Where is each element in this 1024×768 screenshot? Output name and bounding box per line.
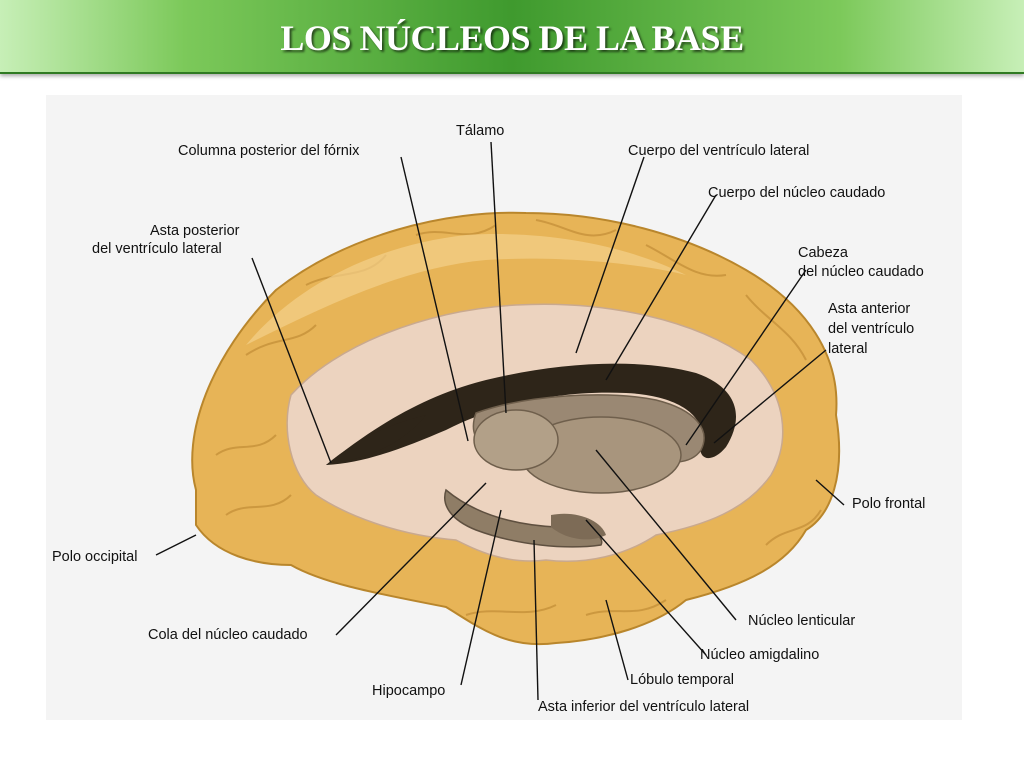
slide-title: LOS NÚCLEOS DE LA BASE <box>280 18 744 58</box>
label-asta-posterior-2: del ventrículo lateral <box>92 241 222 257</box>
label-cabeza-1: Cabeza <box>798 245 848 261</box>
label-cuerpo-caudado: Cuerpo del núcleo caudado <box>708 185 886 201</box>
label-nucleo-amigdalino: Núcleo amigdalino <box>700 647 820 663</box>
label-asta-anterior-1: Asta anterior <box>828 301 911 317</box>
leader-lines <box>155 141 845 701</box>
label-asta-anterior-2: del ventrículo <box>828 321 915 337</box>
amygdala <box>551 513 606 540</box>
label-cola-caudado: Cola del núcleo caudado <box>148 627 308 643</box>
title-bar: LOS NÚCLEOS DE LA BASE <box>0 0 1024 74</box>
thalamus <box>473 409 559 471</box>
label-polo-frontal: Polo frontal <box>852 496 926 512</box>
lateral-ventricle <box>326 363 736 465</box>
gyri-lines <box>215 219 822 616</box>
posterior-horn <box>326 415 426 465</box>
label-asta-anterior-3: lateral <box>828 341 868 357</box>
label-talamo: Tálamo <box>456 123 505 139</box>
brain-illustration <box>46 95 962 720</box>
label-cabeza-2: del núcleo caudado <box>798 264 924 280</box>
label-asta-posterior-1: Asta posterior <box>150 223 240 239</box>
label-asta-inferior: Asta inferior del ventrículo lateral <box>538 699 750 715</box>
label-columna-fornix: Columna posterior del fórnix <box>178 143 360 159</box>
label-cuerpo-ventriculo: Cuerpo del ventrículo lateral <box>628 143 810 159</box>
label-lobulo-temporal: Lóbulo temporal <box>630 672 734 688</box>
brain-figure: Tálamo Columna posterior del fórnix Cuer… <box>46 95 962 720</box>
label-polo-occipital: Polo occipital <box>52 549 138 565</box>
cortex-highlight <box>246 234 686 345</box>
label-nucleo-lenticular: Núcleo lenticular <box>748 613 856 629</box>
label-hipocampo: Hipocampo <box>372 683 446 699</box>
